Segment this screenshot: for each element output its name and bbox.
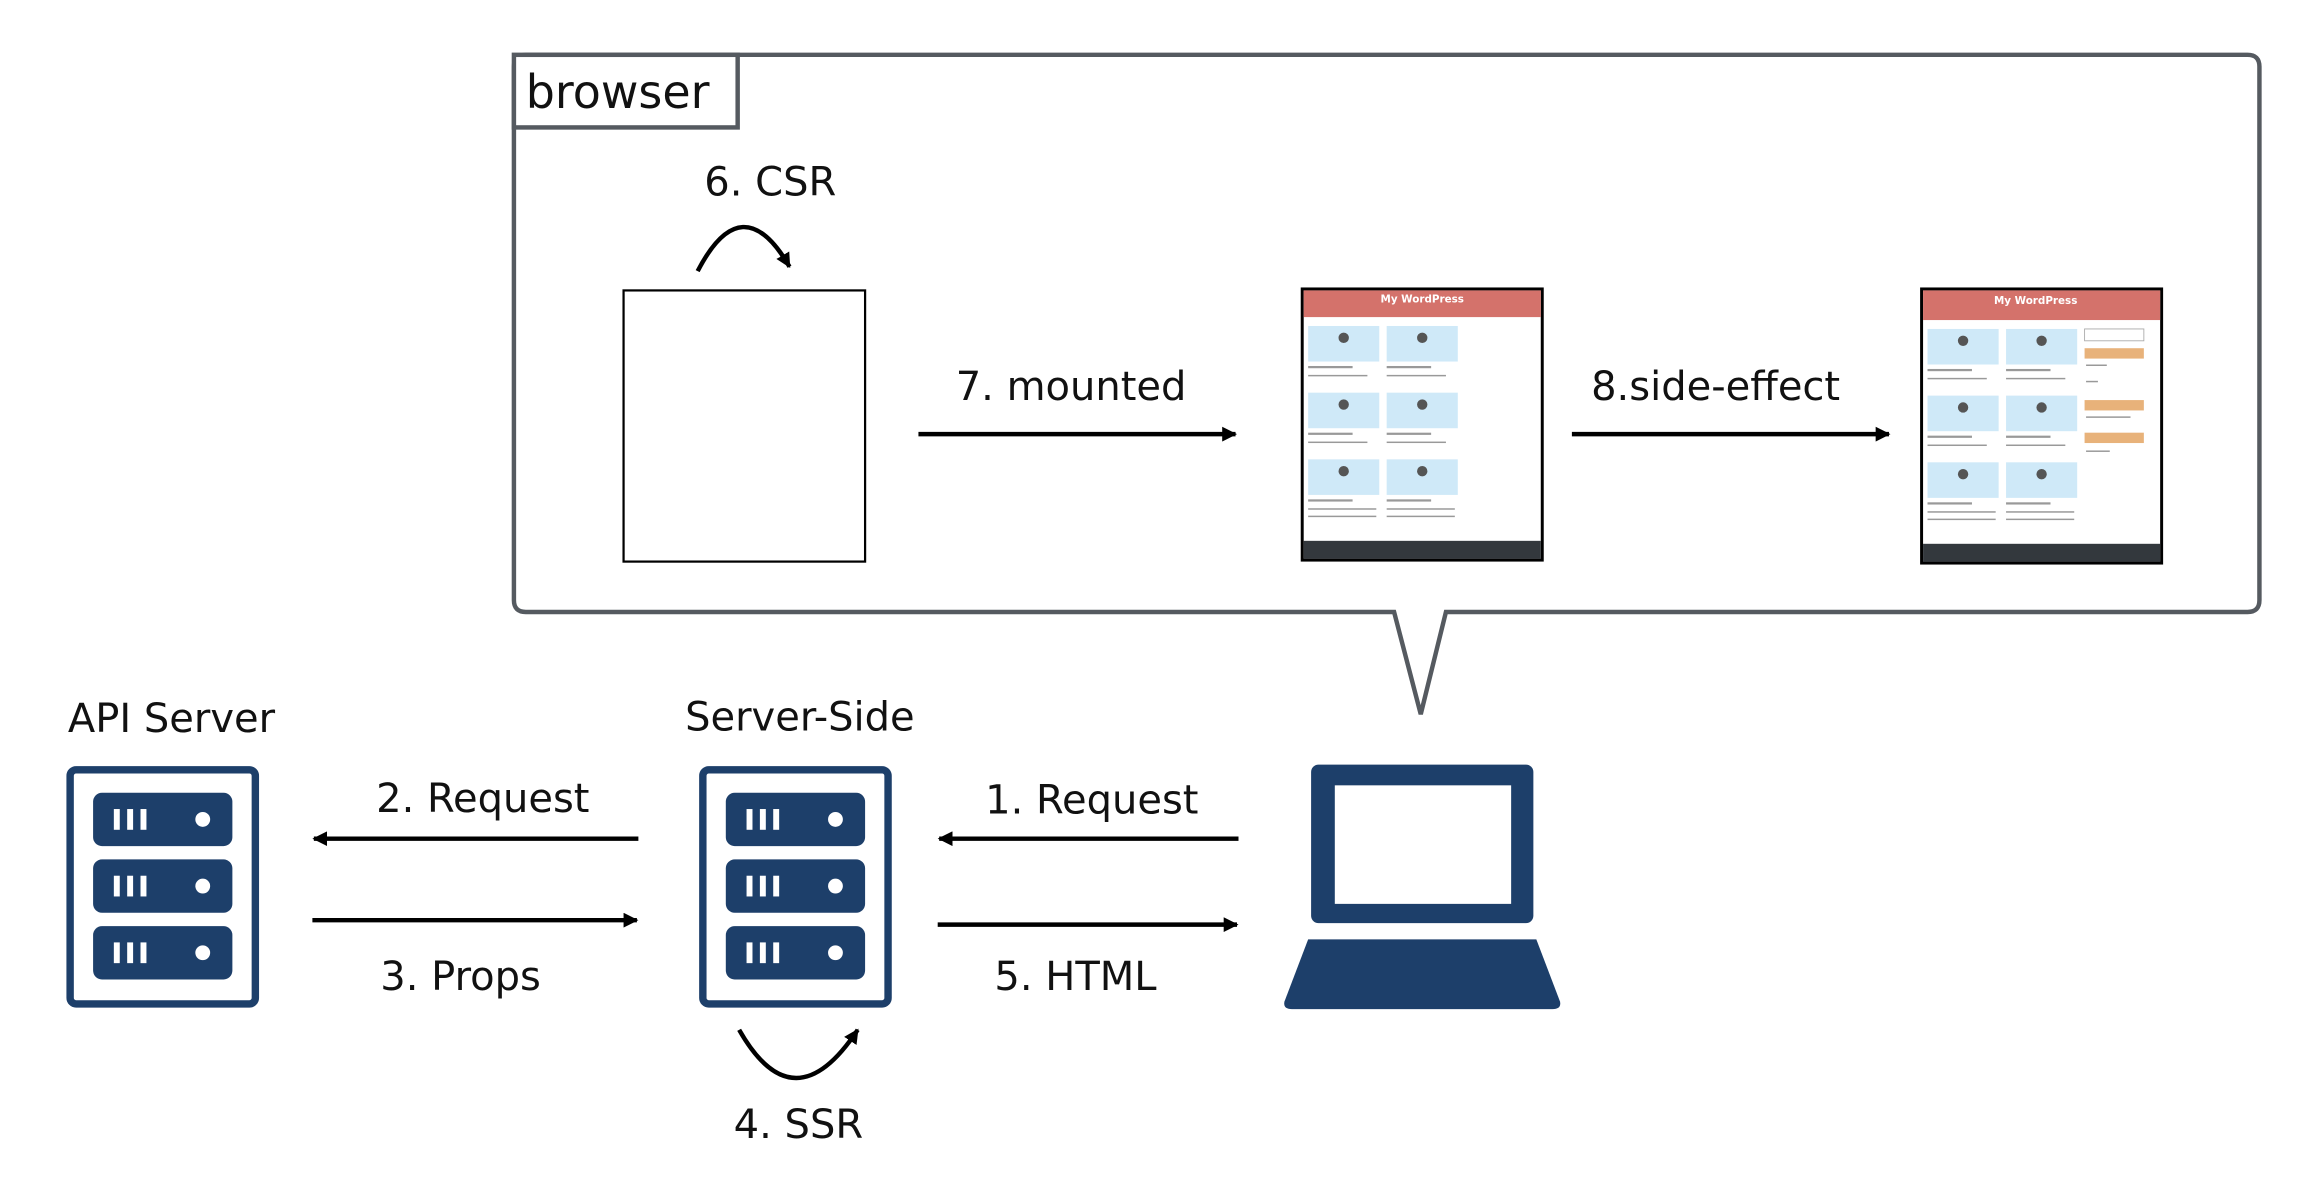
- empty-page: [622, 289, 867, 563]
- server-side-icon: [703, 770, 888, 1004]
- html-label: 5. HTML: [994, 954, 1157, 1000]
- request-client-label: 1. Request: [985, 777, 1198, 823]
- mounted-label: 7. mounted: [956, 364, 1187, 410]
- ssr-label: 4. SSR: [734, 1102, 863, 1148]
- props-label: 3. Props: [380, 954, 541, 1000]
- wordpress-page-mounted: My WordPress: [1300, 287, 1544, 562]
- wp-title-2: My WordPress: [1994, 295, 2077, 307]
- api-server-label: API Server: [68, 696, 276, 742]
- ssr-loop-arrow: [737, 1028, 860, 1081]
- csr-loop-arrow: [695, 224, 792, 273]
- wp-title: My WordPress: [1381, 293, 1464, 305]
- side-effect-label: 8.side-effect: [1591, 364, 1840, 410]
- server-side-label: Server-Side: [685, 695, 915, 741]
- laptop-icon: [1284, 764, 1561, 1010]
- csr-label: 6. CSR: [704, 160, 836, 206]
- request-api-label: 2. Request: [376, 776, 589, 822]
- browser-label: browser: [526, 65, 710, 119]
- browser-label-box: [511, 52, 740, 130]
- wordpress-page-side-effect: My WordPress: [1920, 287, 2164, 565]
- api-server-icon: [70, 770, 255, 1004]
